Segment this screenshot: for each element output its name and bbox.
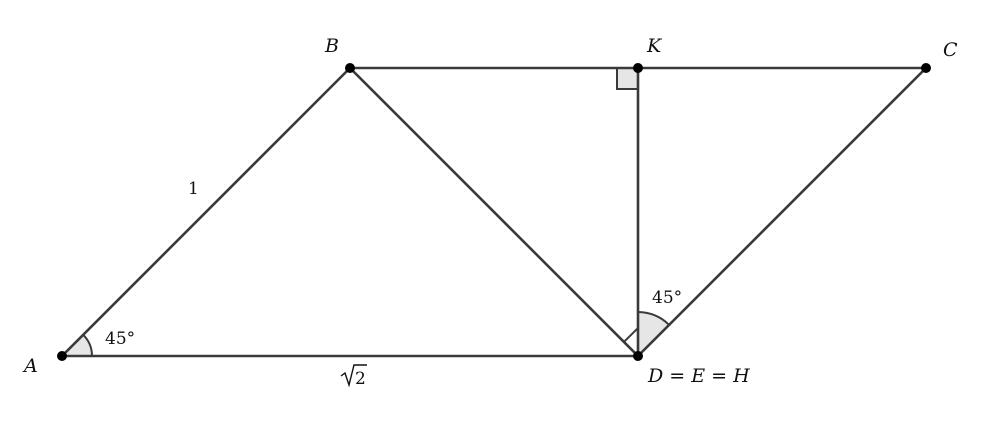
label-B: B	[324, 35, 339, 57]
point-A	[57, 351, 67, 361]
segment-BD	[348, 66, 640, 358]
point-B	[345, 63, 355, 73]
label-side-AD: 2	[340, 364, 367, 389]
label-angle-A: 45°	[105, 329, 135, 349]
label-K: K	[646, 35, 663, 57]
label-D-E-H: D = E = H	[647, 365, 750, 387]
label-A: A	[22, 355, 38, 377]
label-angle-KDC: 45°	[652, 288, 682, 308]
segment-CD	[636, 66, 928, 358]
label-side-AB: 1	[188, 179, 199, 199]
sqrt-radicand: 2	[355, 369, 366, 389]
point-K	[633, 63, 643, 73]
segment-AB	[60, 66, 352, 358]
angle-KDC-marker	[637, 310, 671, 359]
label-C: C	[943, 39, 958, 61]
point-C	[921, 63, 931, 73]
sqrt-sign	[340, 364, 367, 388]
point-D	[633, 351, 643, 361]
